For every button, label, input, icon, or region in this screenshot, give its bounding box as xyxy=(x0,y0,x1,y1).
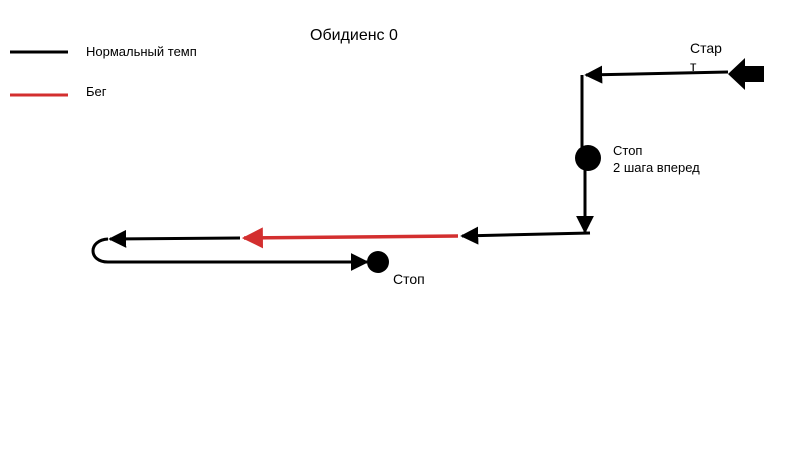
legend-normal-label: Нормальный темп xyxy=(86,44,197,59)
stop-1-label-line2: 2 шага вперед xyxy=(613,160,700,175)
route-segment-middle-normal xyxy=(460,226,591,245)
stop-2-label: Стоп xyxy=(393,271,425,287)
stop-1-label-line1: Стоп xyxy=(613,143,642,158)
stop-1: Стоп 2 шага вперед xyxy=(575,143,700,175)
legend-run-label: Бег xyxy=(86,84,107,99)
start-label-line1: Стар xyxy=(690,40,722,56)
start-label-line2: т xyxy=(690,58,697,74)
diagram-title: Обидиенс 0 xyxy=(310,27,398,44)
route-segment-run xyxy=(241,227,459,249)
route-u-turn xyxy=(91,237,109,264)
stop-1-dot xyxy=(575,145,601,171)
legend: Нормальный темп Бег xyxy=(10,44,197,99)
start-marker: Стар т xyxy=(690,40,764,90)
route-segment-top xyxy=(584,65,729,84)
start-arrow-icon xyxy=(728,58,764,90)
stop-2: Стоп xyxy=(367,251,425,287)
route-segment-return-top xyxy=(108,229,241,248)
stop-2-dot xyxy=(367,251,389,273)
